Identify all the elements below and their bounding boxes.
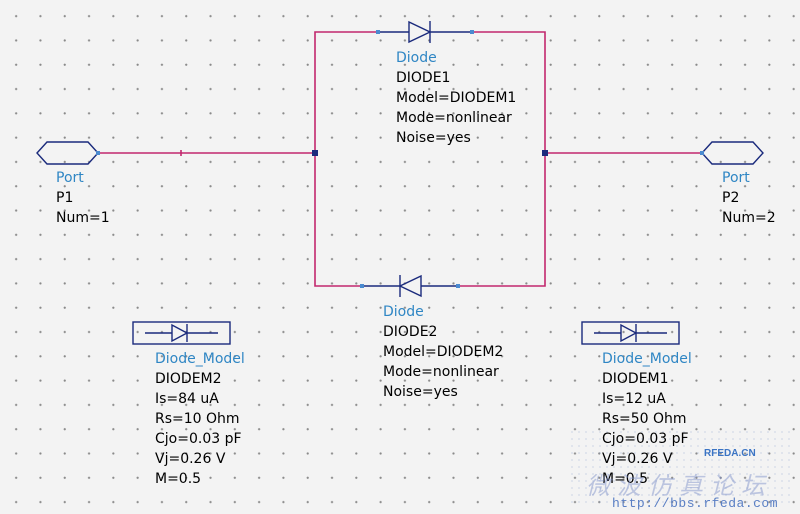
component-param: Mode=nonlinear [383,364,499,380]
component-param: Rs=50 Ohm [602,411,687,427]
component-param: Is=12 uA [602,391,666,407]
diode-model-right-label: Diode_Model DIODEM1 Is=12 uA Rs=50 Ohm C… [602,349,692,489]
component-name: P1 [56,190,74,206]
pin-marker[interactable] [456,284,460,288]
component-name: P2 [722,190,740,206]
wire-left-top-branch[interactable] [314,31,378,153]
component-param: Mode=nonlinear [396,110,512,126]
component-param: Noise=yes [383,384,458,400]
watermark-url: http://bbs.rfeda.com [612,496,779,511]
component-type: Port [722,170,750,186]
component-name: DIODE1 [396,70,451,86]
component-name: DIODEM2 [155,371,222,387]
component-param: Model=DIODEM2 [383,344,504,360]
junction-right-node[interactable] [542,150,548,156]
diode-model-left-symbol[interactable] [132,321,231,345]
port-p2-symbol[interactable] [701,141,764,165]
port-p1-symbol[interactable] [36,141,99,165]
component-param: Is=84 uA [155,391,219,407]
port-p2-label: Port P2 Num=2 [722,168,776,228]
component-type: Diode [396,50,437,66]
component-name: DIODE2 [383,324,438,340]
component-param: Num=2 [722,210,776,226]
diode1-symbol[interactable] [378,20,472,44]
diode2-symbol[interactable] [362,274,458,298]
pin-marker[interactable] [470,30,474,34]
component-param: Vj=0.26 V [155,451,226,467]
diode-model-right-symbol[interactable] [581,321,680,345]
component-param: Vj=0.26 V [602,451,673,467]
component-param: M=0.5 [155,471,202,487]
wire-bottom-right-branch[interactable] [458,153,546,287]
component-param: M=0.5 [602,471,649,487]
wire-left-bottom-branch[interactable] [314,153,362,287]
watermark-dot-pattern [571,431,790,503]
watermark-forum-name: 微波仿真论坛 [586,472,772,500]
junction-left-node[interactable] [312,150,318,156]
port-p1-label: Port P1 Num=1 [56,168,110,228]
diode-model-left-label: Diode_Model DIODEM2 Is=84 uA Rs=10 Ohm C… [155,349,245,489]
component-name: DIODEM1 [602,371,669,387]
component-param: Rs=10 Ohm [155,411,240,427]
component-param: Num=1 [56,210,110,226]
watermark-site-logo: RFEDA.CN [704,448,756,459]
pin-marker[interactable] [360,284,364,288]
component-param: Cjo=0.03 pF [155,431,242,447]
pin-marker[interactable] [96,151,100,155]
component-type: Diode_Model [155,351,245,367]
component-type: Diode_Model [602,351,692,367]
pin-marker[interactable] [376,30,380,34]
component-param: Cjo=0.03 pF [602,431,689,447]
diode2-label: Diode DIODE2 Model=DIODEM2 Mode=nonlinea… [383,302,503,402]
wire-top-right-branch[interactable] [472,31,546,153]
diode1-label: Diode DIODE1 Model=DIODEM1 Mode=nonlinea… [396,48,516,148]
component-param: Noise=yes [396,130,471,146]
component-type: Port [56,170,84,186]
component-type: Diode [383,304,424,320]
component-param: Model=DIODEM1 [396,90,517,106]
pin-marker[interactable] [700,151,704,155]
